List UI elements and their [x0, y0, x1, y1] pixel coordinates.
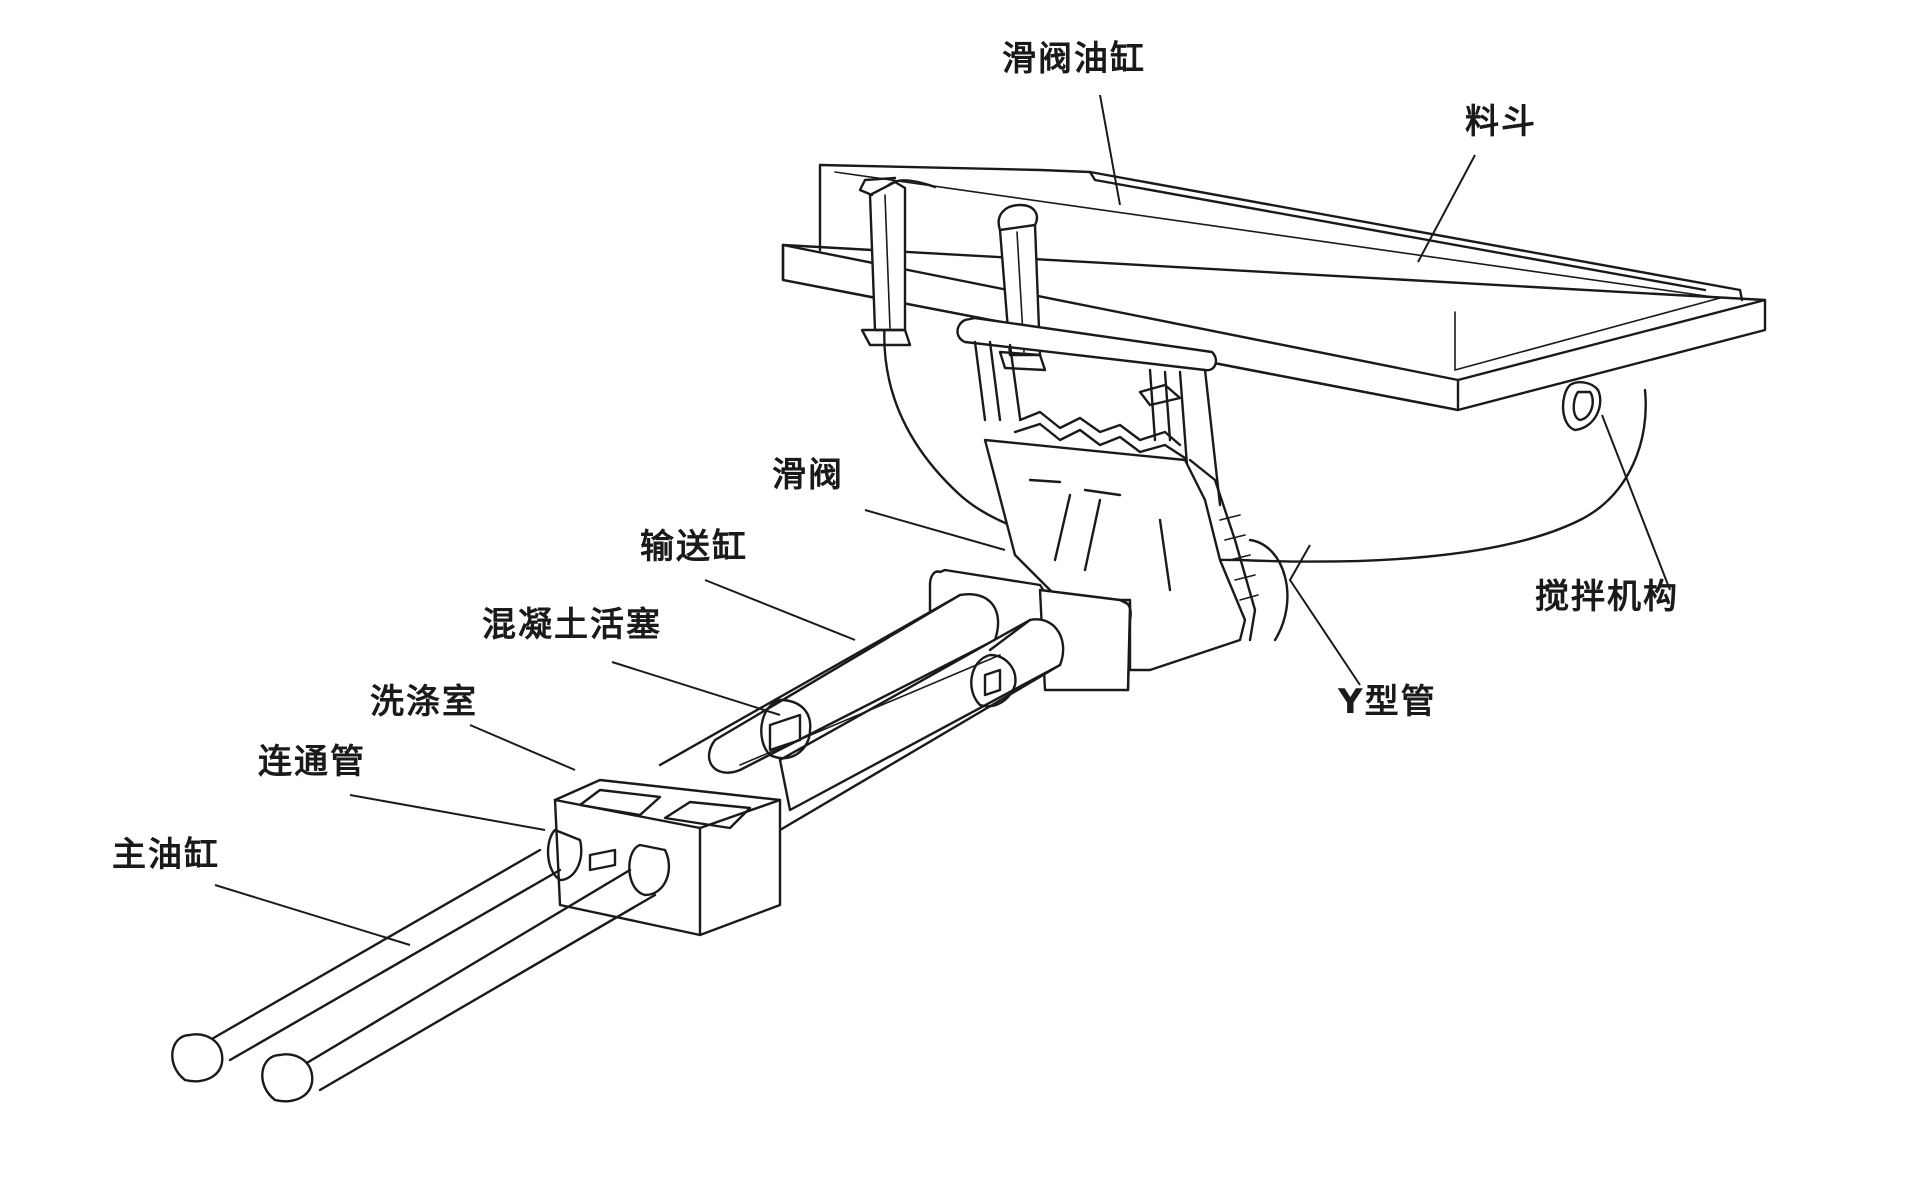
y-pipe [983, 438, 1289, 672]
slide-valve-cylinders [858, 176, 1218, 372]
connecting-pipe [546, 828, 671, 897]
label-slide-valve: 滑阀 [772, 455, 844, 495]
label-mixing-mechanism: 搅拌机构 [1535, 577, 1679, 617]
label-slide-valve-cylinder: 滑阀油缸 [1002, 39, 1146, 79]
delivery-cylinders [658, 593, 1065, 837]
hopper-rim [781, 163, 1767, 412]
label-main-cylinder: 主油缸 [112, 835, 220, 875]
label-connecting-pipe: 连通管 [258, 742, 366, 782]
label-delivery-cylinder: 输送缸 [640, 527, 748, 567]
label-concrete-piston: 混凝土活塞 [482, 605, 662, 645]
leader-lines [214, 94, 1671, 946]
label-y-pipe: Y型管 [1338, 682, 1437, 722]
mixing-mechanism [1561, 381, 1602, 432]
label-wash-chamber: 洗涤室 [370, 682, 478, 722]
label-hopper: 料斗 [1465, 102, 1537, 142]
main-cylinders [171, 848, 657, 1103]
